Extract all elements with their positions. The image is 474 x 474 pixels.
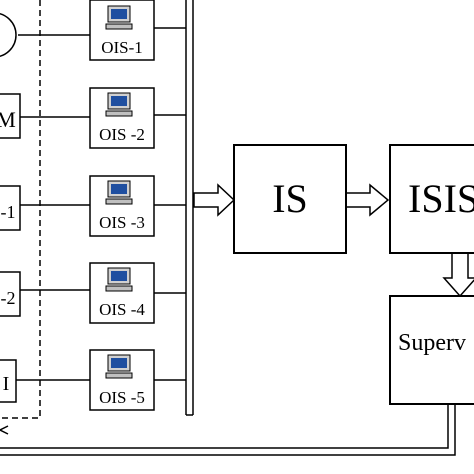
ois-label-2: OIS -2 — [99, 125, 145, 144]
ois-label-5: OIS -5 — [99, 388, 145, 407]
left-label-3: -1 — [1, 202, 16, 222]
arrow-is-to-isis — [345, 183, 390, 217]
ois-label-1: OIS-1 — [101, 38, 143, 57]
arrow-bus-to-is — [193, 183, 236, 217]
left-label-2: M — [0, 107, 16, 132]
ois-station-5: OIS -5 — [89, 349, 155, 411]
feedback-arrow-tip — [0, 425, 9, 435]
feedback-line — [0, 404, 449, 449]
supervisor-label: Superv — [398, 330, 466, 356]
left-box-5 — [0, 359, 17, 403]
left-box-4 — [0, 271, 21, 317]
ois-label-4: OIS -4 — [99, 300, 145, 319]
left-box-3 — [0, 185, 21, 231]
isis-box — [389, 144, 474, 254]
isis-label: ISIS — [408, 176, 474, 221]
computer-icon — [105, 5, 133, 30]
computer-icon — [105, 92, 133, 117]
computer-icon — [105, 267, 133, 292]
supervisor-box — [389, 295, 474, 405]
computer-icon — [105, 180, 133, 205]
feedback-line-inner — [0, 404, 456, 456]
ois-label-3: OIS -3 — [99, 213, 145, 232]
is-label: IS — [272, 176, 308, 221]
dashed-enclosure — [0, 0, 41, 419]
computer-icon — [105, 354, 133, 379]
left-label-4: -2 — [1, 288, 16, 308]
ois-station-2: OIS -2 — [89, 87, 155, 149]
left-box-2 — [0, 93, 21, 139]
partial-circle-node — [0, 13, 17, 57]
is-box — [233, 144, 347, 254]
ois-station-3: OIS -3 — [89, 175, 155, 237]
ois-station-1: OIS-1 — [89, 0, 155, 61]
ois-station-4: OIS -4 — [89, 262, 155, 324]
arrow-isis-to-supervisor — [442, 252, 474, 298]
left-label-5: I — [3, 373, 10, 395]
